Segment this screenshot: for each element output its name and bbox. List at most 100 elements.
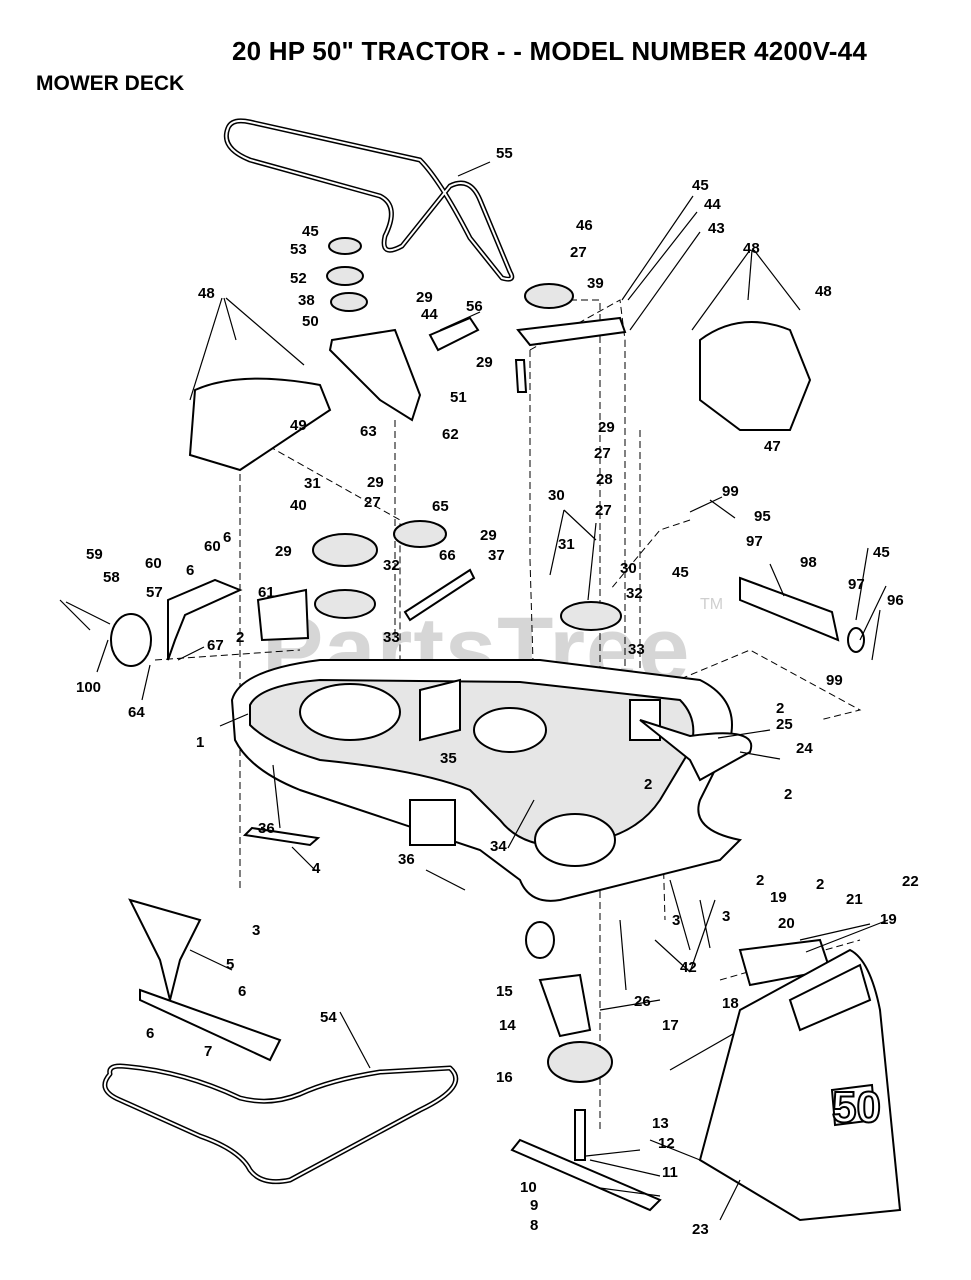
callout-19: 19 bbox=[880, 911, 897, 928]
callout-95: 95 bbox=[754, 508, 771, 525]
callout-6: 6 bbox=[186, 562, 194, 579]
callout-20: 20 bbox=[778, 915, 795, 932]
belts bbox=[102, 118, 515, 1185]
callout-2: 2 bbox=[756, 872, 764, 889]
callout-39: 39 bbox=[587, 275, 604, 292]
callout-6: 6 bbox=[146, 1025, 154, 1042]
callout-58: 58 bbox=[103, 569, 120, 586]
callout-24: 24 bbox=[796, 740, 813, 757]
callout-29: 29 bbox=[275, 543, 292, 560]
callout-54: 54 bbox=[320, 1009, 337, 1026]
callout-30: 30 bbox=[548, 487, 565, 504]
callout-47: 47 bbox=[764, 438, 781, 455]
callout-33: 33 bbox=[628, 641, 645, 658]
callout-6: 6 bbox=[223, 529, 231, 546]
callout-44: 44 bbox=[704, 196, 721, 213]
callout-37: 37 bbox=[488, 547, 505, 564]
mower-deck-shell bbox=[230, 659, 753, 902]
callout-28: 28 bbox=[596, 471, 613, 488]
callout-36: 36 bbox=[258, 820, 275, 837]
callout-8: 8 bbox=[530, 1217, 538, 1234]
callout-29: 29 bbox=[480, 527, 497, 544]
callout-23: 23 bbox=[692, 1221, 709, 1238]
callout-12: 12 bbox=[658, 1135, 675, 1152]
callout-63: 63 bbox=[360, 423, 377, 440]
callout-38: 38 bbox=[298, 292, 315, 309]
callout-1: 1 bbox=[196, 734, 204, 751]
callout-16: 16 bbox=[496, 1069, 513, 1086]
callout-45: 45 bbox=[873, 544, 890, 561]
callout-48: 48 bbox=[198, 285, 215, 302]
callout-99: 99 bbox=[722, 483, 739, 500]
callout-60: 60 bbox=[204, 538, 221, 555]
callout-45: 45 bbox=[672, 564, 689, 581]
callout-25: 25 bbox=[776, 716, 793, 733]
callout-33: 33 bbox=[383, 629, 400, 646]
callout-40: 40 bbox=[290, 497, 307, 514]
callout-2: 2 bbox=[236, 629, 244, 646]
callout-97: 97 bbox=[746, 533, 763, 550]
callout-2: 2 bbox=[776, 700, 784, 717]
callout-17: 17 bbox=[662, 1017, 679, 1034]
callout-22: 22 bbox=[902, 873, 919, 890]
callout-55: 55 bbox=[496, 145, 513, 162]
decal-label: 50 bbox=[832, 1083, 881, 1132]
callout-7: 7 bbox=[204, 1043, 212, 1060]
callout-26: 26 bbox=[634, 993, 651, 1010]
callout-15: 15 bbox=[496, 983, 513, 1000]
callout-9: 9 bbox=[530, 1197, 538, 1214]
callout-48: 48 bbox=[815, 283, 832, 300]
callout-56: 56 bbox=[466, 298, 483, 315]
callout-32: 32 bbox=[626, 585, 643, 602]
callout-64: 64 bbox=[128, 704, 145, 721]
callout-27: 27 bbox=[364, 494, 381, 511]
callout-57: 57 bbox=[146, 584, 163, 601]
callout-18: 18 bbox=[722, 995, 739, 1012]
callout-31: 31 bbox=[558, 536, 575, 553]
callout-3: 3 bbox=[672, 912, 680, 929]
callout-30: 30 bbox=[620, 560, 637, 577]
callout-67: 67 bbox=[207, 637, 224, 654]
callout-61: 61 bbox=[258, 584, 275, 601]
callout-44: 44 bbox=[421, 306, 438, 323]
callout-2: 2 bbox=[784, 786, 792, 803]
page-title: 20 HP 50" TRACTOR - - MODEL NUMBER 4200V… bbox=[232, 36, 867, 66]
callout-11: 11 bbox=[662, 1164, 678, 1181]
section-heading: MOWER DECK bbox=[36, 72, 185, 95]
callout-35: 35 bbox=[440, 750, 457, 767]
callout-29: 29 bbox=[367, 474, 384, 491]
callout-32: 32 bbox=[383, 557, 400, 574]
callout-29: 29 bbox=[598, 419, 615, 436]
pulleys-and-arms bbox=[65, 237, 902, 1222]
callout-65: 65 bbox=[432, 498, 449, 515]
callout-45: 45 bbox=[302, 223, 319, 240]
callout-59: 59 bbox=[86, 546, 103, 563]
callout-43: 43 bbox=[708, 220, 725, 237]
callout-45: 45 bbox=[692, 177, 709, 194]
watermark-trademark: TM bbox=[700, 596, 724, 613]
callout-27: 27 bbox=[570, 244, 587, 261]
callout-99: 99 bbox=[826, 672, 843, 689]
callout-60: 60 bbox=[145, 555, 162, 572]
callout-42: 42 bbox=[680, 959, 697, 976]
callout-3: 3 bbox=[252, 922, 260, 939]
callout-21: 21 bbox=[846, 891, 863, 908]
callout-98: 98 bbox=[800, 554, 817, 571]
callout-4: 4 bbox=[312, 860, 321, 877]
callout-13: 13 bbox=[652, 1115, 669, 1132]
callout-10: 10 bbox=[520, 1179, 537, 1196]
leader-lines bbox=[59, 161, 889, 1221]
callout-62: 62 bbox=[442, 426, 459, 443]
callout-19: 19 bbox=[770, 889, 787, 906]
callout-27: 27 bbox=[594, 445, 611, 462]
callout-53: 53 bbox=[290, 241, 307, 258]
callout-51: 51 bbox=[450, 389, 467, 406]
callout-labels: 55 45 46 27 39 44 43 45 53 52 38 50 29 4… bbox=[76, 145, 919, 1238]
callout-96: 96 bbox=[887, 592, 904, 609]
callout-2: 2 bbox=[816, 876, 824, 893]
callout-31: 31 bbox=[304, 475, 321, 492]
callout-29: 29 bbox=[476, 354, 493, 371]
callout-97: 97 bbox=[848, 576, 865, 593]
callout-49: 49 bbox=[290, 417, 307, 434]
